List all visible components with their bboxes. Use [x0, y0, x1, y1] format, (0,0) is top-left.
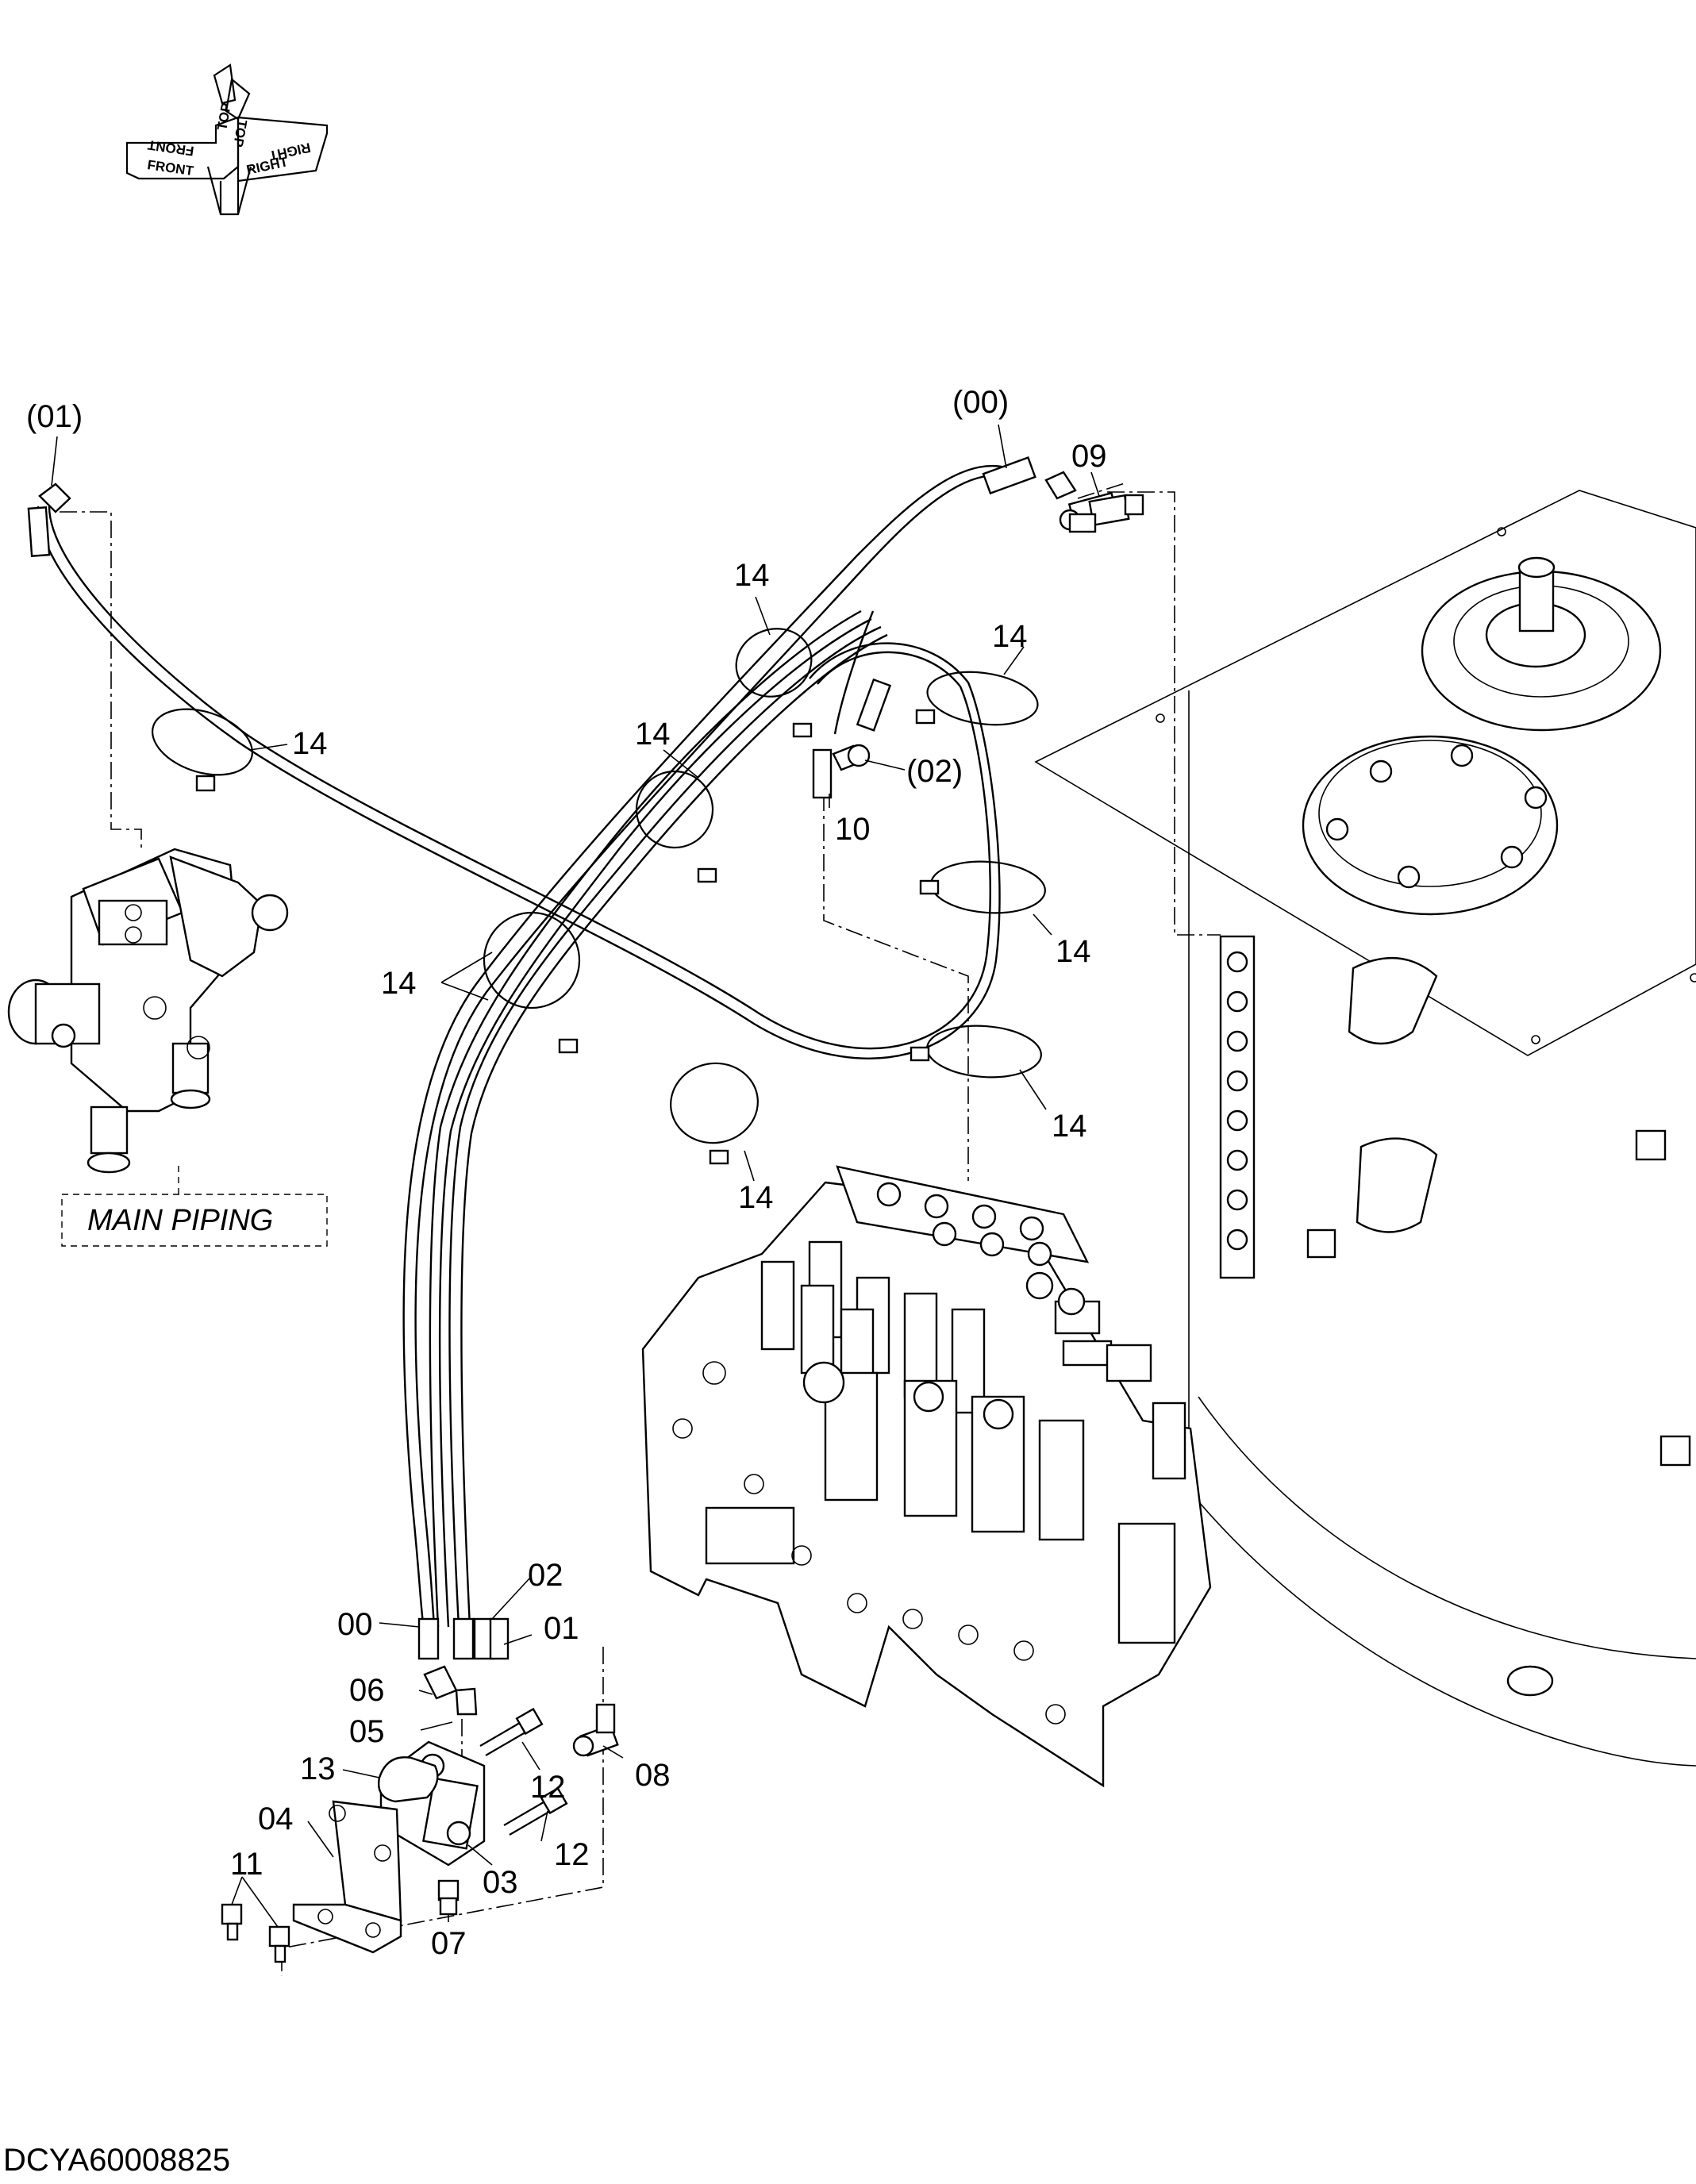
callout-14-mid-right: 14 — [1056, 934, 1091, 969]
bolts-12 — [479, 1707, 568, 1836]
callout-04: 04 — [258, 1801, 294, 1836]
callout-08: 08 — [635, 1758, 671, 1793]
hose-fittings-top — [27, 456, 1119, 799]
drawing-code: DCYA60008825 — [3, 2143, 230, 2178]
callout-14-top-center: 14 — [734, 558, 770, 593]
hydraulic-tank — [1034, 490, 1696, 1767]
leader-lines — [51, 424, 1100, 1928]
callout-06: 06 — [349, 1673, 385, 1708]
callout-02: 02 — [528, 1558, 563, 1593]
callout-13: 13 — [300, 1751, 336, 1786]
direction-right-mirror: RIGHT — [267, 140, 312, 163]
hoses — [37, 464, 1021, 1636]
pilot-valve-block — [7, 848, 289, 1174]
callout-10: 10 — [835, 812, 871, 847]
fitting-08 — [572, 1703, 619, 1757]
callout-14-lower-right: 14 — [1052, 1109, 1087, 1144]
direction-front-mirror: FRONT — [146, 137, 194, 159]
callout-03: 03 — [483, 1865, 518, 1900]
callout-00-paren: (00) — [952, 385, 1009, 420]
cable-ties — [151, 628, 1046, 1165]
callout-05: 05 — [349, 1714, 385, 1749]
bottom-hose-ends — [417, 1617, 510, 1716]
bracket-04 — [292, 1800, 402, 1954]
callout-14-mid-left: 14 — [381, 966, 417, 1001]
direction-indicator: FRONT FRONT TOP TOP RIGHT RIGHT — [125, 63, 329, 216]
cover-13 — [378, 1756, 439, 1803]
callout-01: 01 — [544, 1611, 579, 1646]
callout-01-paren: (01) — [26, 399, 83, 434]
main-piping-label: MAIN PIPING — [87, 1204, 273, 1237]
callout-11: 11 — [230, 1847, 263, 1882]
direction-top: TOP — [214, 102, 234, 131]
direction-front: FRONT — [146, 157, 194, 179]
callout-12-upper: 12 — [530, 1770, 566, 1805]
callout-12-lower: 12 — [554, 1837, 590, 1872]
callout-00: 00 — [337, 1607, 373, 1642]
fitting-07 — [437, 1879, 460, 1916]
callout-14-lower-center: 14 — [738, 1180, 774, 1215]
callout-14-top-right: 14 — [992, 619, 1028, 654]
fitting-09 — [1068, 494, 1144, 533]
bolts-11 — [221, 1903, 290, 1963]
callout-07: 07 — [431, 1926, 467, 1961]
callout-14-mid-center: 14 — [635, 717, 671, 752]
callout-14-left: 14 — [292, 726, 328, 761]
callout-02-paren: (02) — [906, 754, 963, 789]
direction-top-mirror: TOP — [230, 118, 250, 148]
callout-09: 09 — [1071, 439, 1107, 474]
control-valve — [641, 1165, 1212, 1788]
